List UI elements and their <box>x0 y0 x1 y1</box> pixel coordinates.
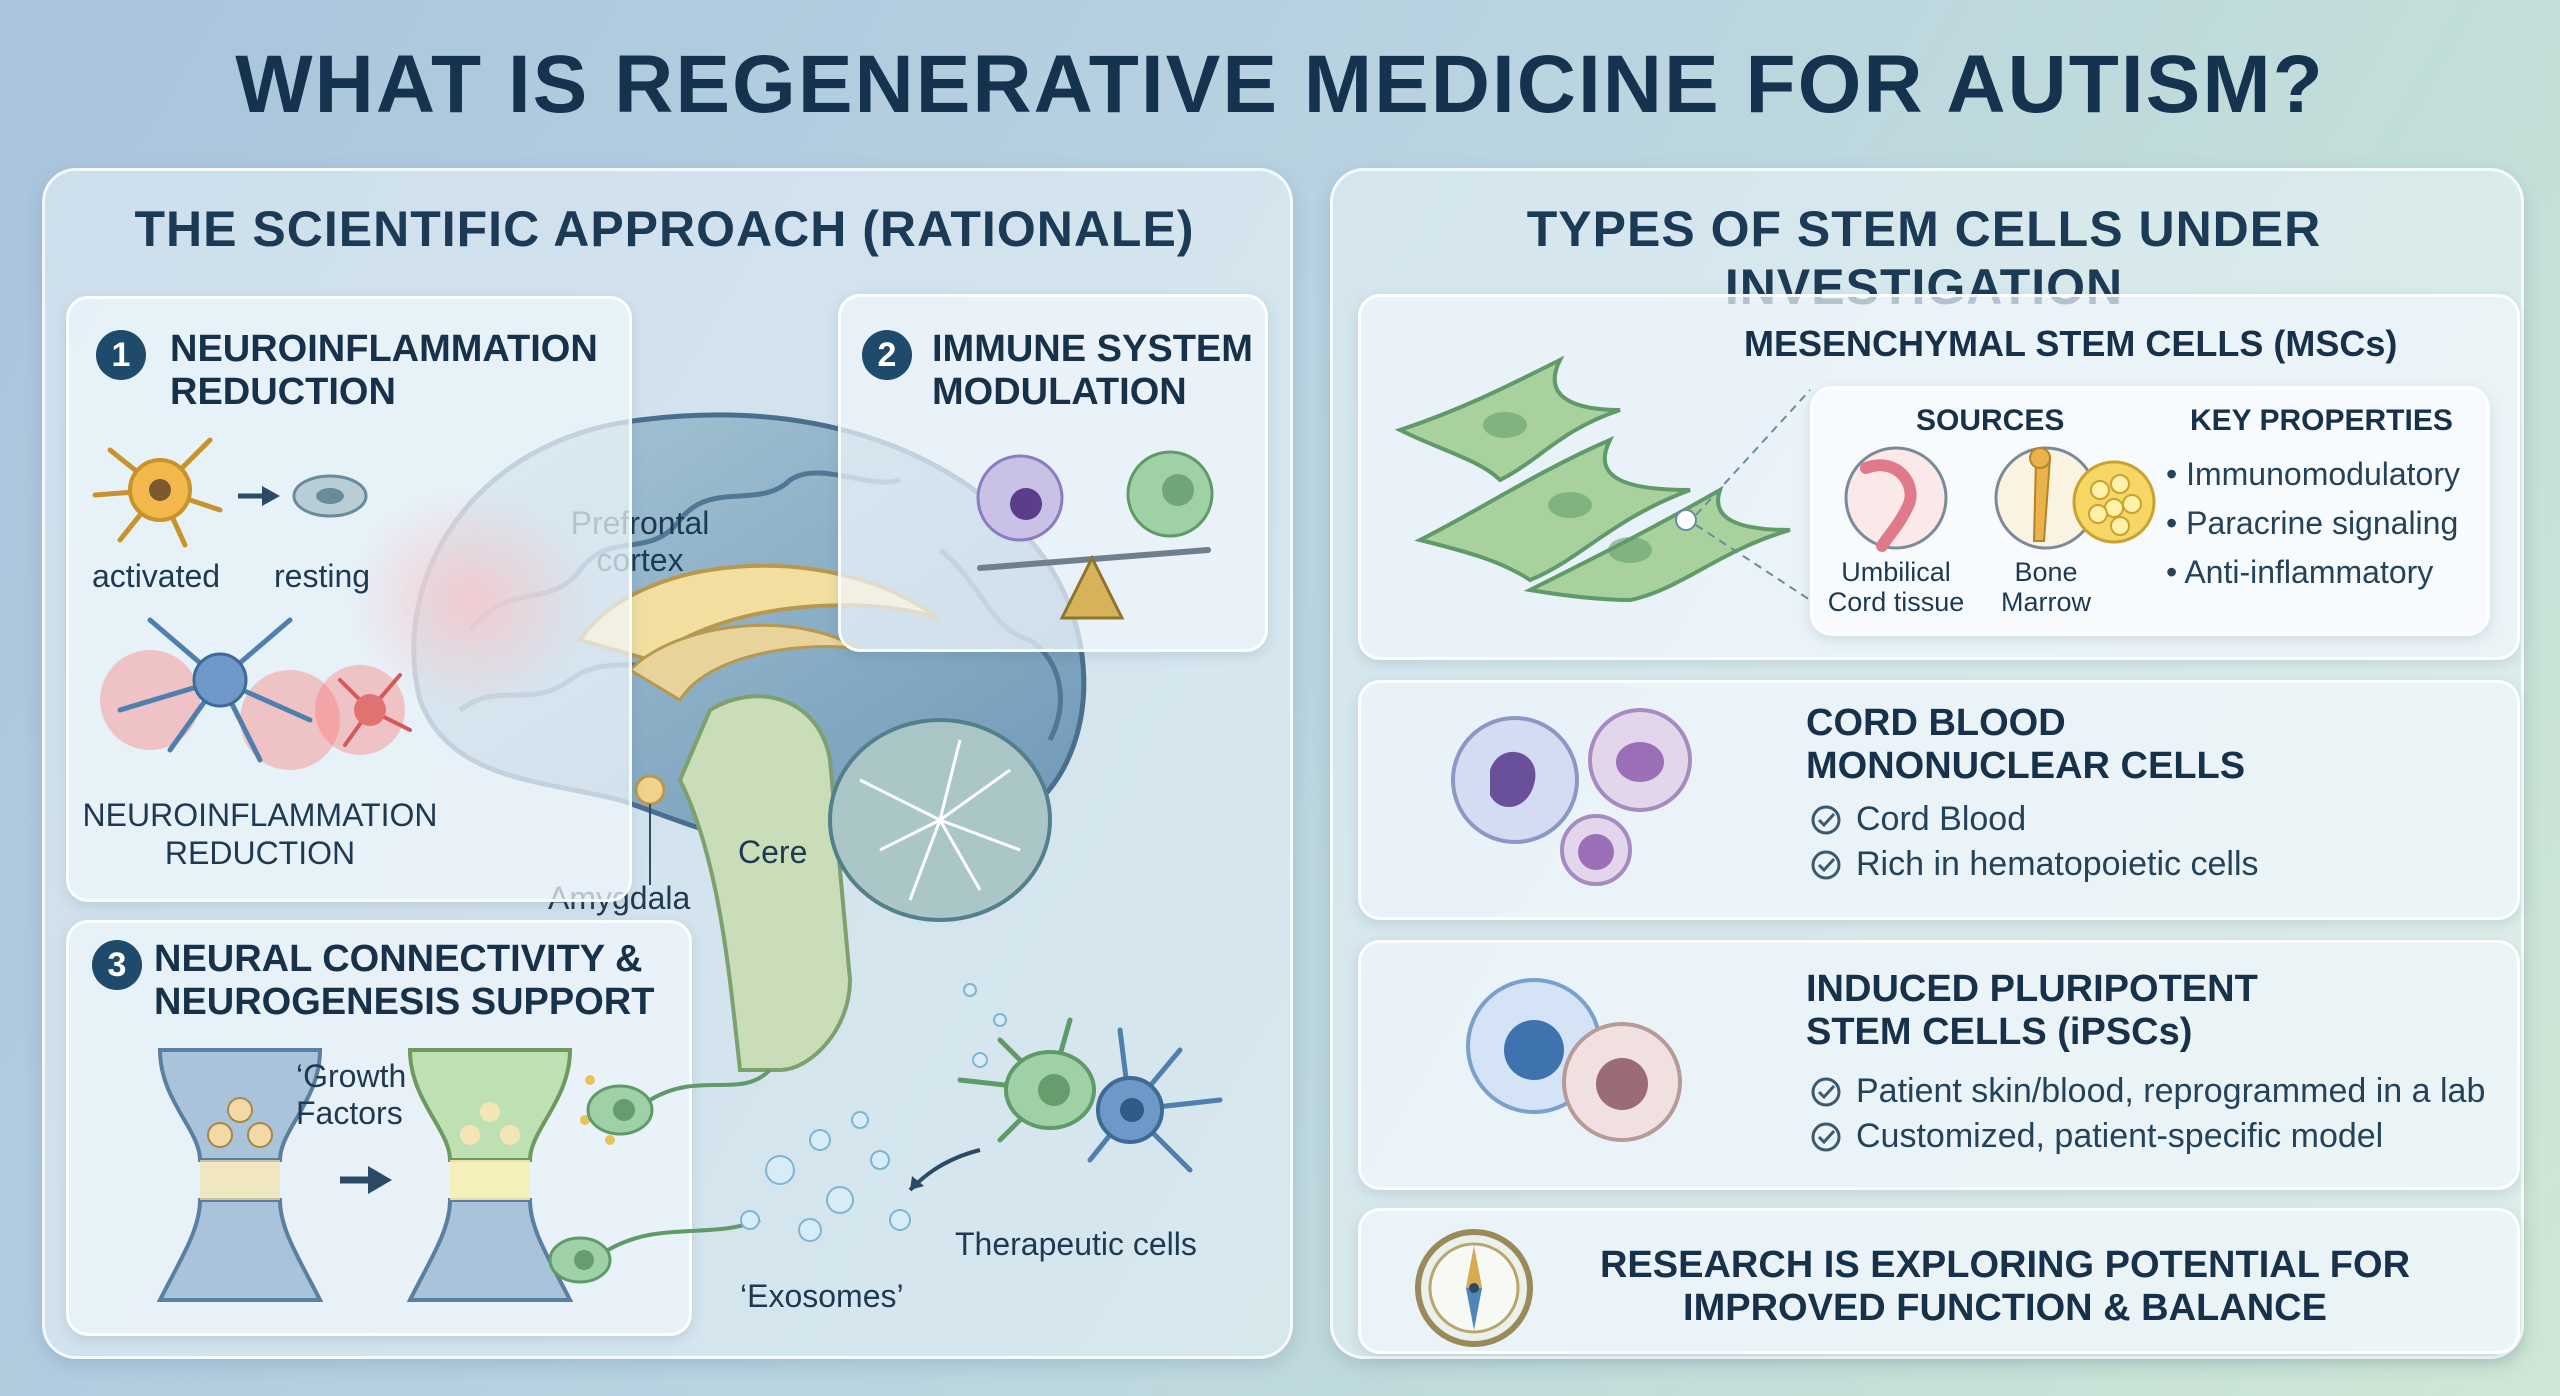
property-text: Paracrine signaling <box>2186 505 2459 541</box>
growth-factors-label: ‘Growth Factors <box>296 1058 406 1132</box>
scientific-approach-heading: THE SCIENTIFIC APPROACH (RATIONALE) <box>134 201 1195 257</box>
step-2-badge: 2 <box>862 330 912 380</box>
neuroinflammation-title-line1: NEUROINFLAMMATION <box>170 328 598 370</box>
growth-factors-line1: ‘Growth <box>296 1058 407 1094</box>
sources-heading: SOURCES <box>1916 404 2065 437</box>
research-line2: IMPROVED FUNCTION & BALANCE <box>1683 1286 2327 1329</box>
neuroinflammation-bottom-line2: REDUCTION <box>164 835 356 872</box>
check-circle-icon <box>1811 805 1841 834</box>
umbilical-cord-label: Umbilical Cord tissue <box>1826 557 1966 617</box>
umbilical-cord-line2: Cord tissue <box>1827 586 1965 617</box>
cord-blood-title-line1: CORD BLOOD <box>1806 702 2066 744</box>
check-circle-icon <box>1811 1077 1841 1106</box>
microglia-illustration <box>92 437 412 770</box>
immune-modulation-title: IMMUNE SYSTEM MODULATION <box>932 328 1253 413</box>
cord-blood-title: CORD BLOOD MONONUCLEAR CELLS <box>1806 702 2245 787</box>
list-item: Rich in hematopoietic cells <box>1810 845 2259 884</box>
balance-scale-illustration <box>976 450 1214 620</box>
ipsc-cells-illustration <box>1466 978 1682 1142</box>
key-properties-list: • Immunomodulatory • Paracrine signaling… <box>2166 456 2460 591</box>
ipsc-list: Patient skin/blood, reprogrammed in a la… <box>1810 1072 2485 1156</box>
msc-title: MESENCHYMAL STEM CELLS (MSCs) <box>1744 323 2398 364</box>
research-line1: RESEARCH IS EXPLORING POTENTIAL FOR <box>1599 1244 2411 1286</box>
bone-marrow-label: Bone Marrow <box>1986 557 2106 617</box>
sources-illustration <box>1844 446 2156 552</box>
check-circle-icon <box>1811 1122 1841 1151</box>
neuroinflammation-card <box>66 296 632 902</box>
bone-marrow-line1: Bone <box>2014 557 2078 587</box>
list-item: Customized, patient-specific model <box>1810 1117 2485 1156</box>
list-item-text: Rich in hematopoietic cells <box>1856 845 2259 883</box>
ipsc-title: INDUCED PLURIPOTENT STEM CELLS (iPSCs) <box>1806 968 2258 1053</box>
list-item-text: Customized, patient-specific model <box>1856 1117 2384 1155</box>
umbilical-cord-line1: Umbilical <box>1841 557 1951 587</box>
neuroinflammation-title-line2: REDUCTION <box>170 370 396 413</box>
list-item: Cord Blood <box>1810 800 2259 839</box>
cerebellum-label: Cere <box>738 834 808 870</box>
property-item: • Paracrine signaling <box>2166 505 2459 541</box>
bone-marrow-line2: Marrow <box>2000 586 2091 617</box>
page-title: WHAT IS REGENERATIVE MEDICINE FOR AUTISM… <box>235 39 2325 130</box>
check-circle-icon <box>1811 850 1841 879</box>
resting-label: resting <box>274 558 371 594</box>
msc-cells-illustration <box>1394 355 1811 603</box>
property-text: Immunomodulatory <box>2186 456 2460 492</box>
list-item: Patient skin/blood, reprogrammed in a la… <box>1810 1072 2485 1111</box>
key-properties-heading: KEY PROPERTIES <box>2190 404 2453 437</box>
immune-modulation-title-line1: IMMUNE SYSTEM <box>932 328 1253 370</box>
step-1-badge: 1 <box>96 330 146 380</box>
ipsc-title-line2: STEM CELLS (iPSCs) <box>1806 1010 2193 1053</box>
activated-label: activated <box>92 558 221 594</box>
therapeutic-cells-label: Therapeutic cells <box>955 1226 1197 1262</box>
list-item-text: Patient skin/blood, reprogrammed in a la… <box>1856 1072 2486 1110</box>
cord-blood-title-line2: MONONUCLEAR CELLS <box>1806 744 2246 787</box>
step-3-badge: 3 <box>92 940 142 990</box>
neuroinflammation-bottom-line1: NEUROINFLAMMATION <box>82 797 438 833</box>
neuroinflammation-title: NEUROINFLAMMATION REDUCTION <box>170 328 598 413</box>
compass-icon <box>1415 1229 1533 1347</box>
research-banner <box>1358 1208 2520 1354</box>
neural-connectivity-title-line1: NEURAL CONNECTIVITY & <box>154 938 643 980</box>
cord-blood-list: Cord Blood Rich in hematopoietic cells <box>1810 800 2259 884</box>
growth-factors-line2: Factors <box>296 1094 403 1131</box>
list-item-text: Cord Blood <box>1856 800 2027 838</box>
neuroinflammation-bottom-label: NEUROINFLAMMATION REDUCTION <box>80 796 440 873</box>
property-text: Anti-inflammatory <box>2184 554 2434 590</box>
exosomes-label: ‘Exosomes’ <box>740 1278 904 1314</box>
property-item: • Immunomodulatory <box>2166 456 2460 492</box>
immune-modulation-title-line2: MODULATION <box>932 370 1187 413</box>
ipsc-title-line1: INDUCED PLURIPOTENT <box>1806 968 2258 1010</box>
research-text: RESEARCH IS EXPLORING POTENTIAL FOR IMPR… <box>1540 1244 2470 1329</box>
neural-connectivity-title-line2: NEUROGENESIS SUPPORT <box>154 980 655 1023</box>
synapse-illustration <box>156 983 1223 1302</box>
neural-connectivity-title: NEURAL CONNECTIVITY & NEUROGENESIS SUPPO… <box>154 938 654 1023</box>
property-item: • Anti-inflammatory <box>2166 554 2434 590</box>
cord-blood-cells-illustration <box>1451 708 1692 886</box>
